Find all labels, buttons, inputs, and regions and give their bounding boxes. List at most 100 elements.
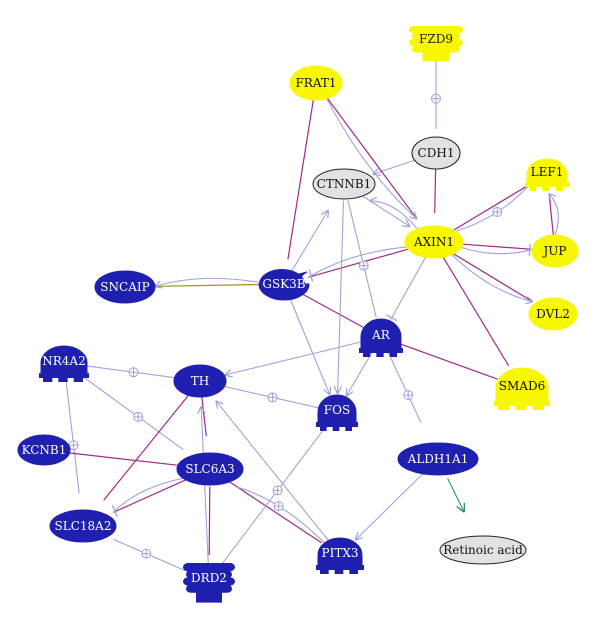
edge-th-slc18a2: [103, 391, 192, 501]
ellipse-node-shape: [49, 509, 117, 543]
edge-kcnb1-slc6a3: [57, 451, 178, 466]
regulation-circle-icon: [141, 548, 152, 559]
node-fos[interactable]: FOS: [316, 394, 358, 431]
edge-drd2-fos: [217, 426, 326, 571]
node-smad6[interactable]: SMAD6: [494, 367, 550, 410]
edge-ctnnb1-ar: [347, 200, 377, 318]
edge-axin1-ctnnb1: [370, 201, 422, 234]
ellipse-node-shape: [439, 535, 527, 565]
node-label: JUP: [542, 244, 567, 258]
node-label: AXIN1: [413, 235, 454, 249]
edge-axin1-lef1: [447, 183, 531, 235]
edge-axin1-ar: [390, 255, 427, 320]
edge-frat1-axin1: [323, 93, 418, 220]
transcription-factor-shape: [360, 318, 402, 350]
node-label: CTNNB1: [317, 177, 372, 191]
node-aldh1a1[interactable]: ALDH1A1: [397, 442, 479, 476]
transcription-factor-shape: [40, 345, 88, 375]
node-dvl2[interactable]: DVL2: [528, 297, 578, 331]
edge-layer: [57, 56, 559, 576]
node-ar[interactable]: AR: [359, 318, 403, 357]
edge-th-fos: [213, 383, 319, 409]
node-label: TH: [191, 374, 209, 388]
node-label: AR: [371, 328, 391, 342]
edge-aldh1a1-pitx3: [356, 473, 423, 539]
node-axin1[interactable]: AXIN1: [404, 225, 464, 259]
node-lef1[interactable]: LEF1: [525, 158, 569, 191]
ellipse-node-shape: [528, 297, 578, 331]
edge-th-slc6a3: [201, 394, 207, 437]
node-kcnb1[interactable]: KCNB1: [17, 434, 71, 466]
edge-axin1-dvl2: [447, 249, 532, 302]
receptor-band-shape: [183, 563, 235, 572]
regulation-circle-icon: [403, 390, 414, 401]
ellipse-node-shape: [176, 452, 244, 486]
edge-axin1-gsk3b: [307, 245, 419, 278]
node-label: SLC6A3: [185, 462, 234, 476]
regulation-circle-icon: [273, 501, 284, 512]
node-slc6a3[interactable]: SLC6A3: [176, 452, 244, 486]
node-cdh1[interactable]: CDH1: [411, 136, 461, 170]
receptor-band-shape: [186, 570, 232, 579]
edge-ar-aldh1a1: [385, 346, 422, 424]
regulation-circle-icon: [492, 207, 503, 218]
node-label: LEF1: [531, 165, 564, 179]
regulation-circle-icon: [358, 260, 369, 271]
ellipse-node-shape: [411, 136, 461, 170]
inhibition-bar-icon: [111, 505, 118, 517]
regulation-circle-icon: [128, 367, 139, 378]
transcription-factor-shape: [317, 394, 357, 424]
edge-ar-smad6: [390, 340, 498, 380]
regulation-circle-icon: [133, 411, 144, 422]
edge-axin1-smad6: [441, 255, 510, 367]
node-sncaip[interactable]: SNCAIP: [94, 270, 156, 304]
node-label: CDH1: [418, 146, 455, 160]
node-label: GSK3B: [262, 277, 305, 291]
regulation-circle-icon: [68, 440, 79, 451]
node-label: ALDH1A1: [407, 452, 469, 466]
node-label: FZD9: [419, 32, 453, 46]
node-label: DRD2: [191, 571, 227, 585]
edge-drd2-th: [201, 407, 209, 568]
receptor-band-shape: [409, 38, 463, 47]
ellipse-node-shape: [397, 442, 479, 476]
node-th[interactable]: TH: [173, 364, 227, 398]
node-ctnnb1[interactable]: CTNNB1: [312, 168, 376, 200]
node-jup[interactable]: JUP: [531, 234, 579, 268]
receptor-band-shape: [412, 45, 460, 53]
regulation-circle-icon: [272, 485, 283, 496]
edge-drd2-slc18a2: [112, 538, 197, 576]
receptor-band-shape: [186, 584, 232, 593]
node-label: KCNB1: [22, 443, 67, 457]
edge-ar-fos: [347, 346, 376, 395]
edge-slc6a3-drd2: [208, 486, 211, 556]
node-gsk3b[interactable]: GSK3B: [258, 269, 310, 301]
node-frat1[interactable]: FRAT1: [289, 65, 343, 101]
edge-gsk3b-sncaip: [155, 277, 271, 286]
edge-pitx3-th: [216, 401, 334, 547]
edge-cdh1-axin1: [434, 165, 437, 214]
edge-ctnnb1-fos: [338, 200, 345, 393]
edge-gsk3b-sncaip: [154, 283, 271, 288]
edge-frat1-axin1: [323, 94, 416, 218]
node-fzd9[interactable]: FZD9: [409, 26, 463, 62]
node-pitx3[interactable]: PITX3: [316, 537, 364, 574]
edge-ar-th: [225, 339, 371, 375]
node-slc18a2[interactable]: SLC18A2: [49, 509, 117, 543]
ellipse-node-shape: [173, 364, 227, 398]
node-label: SMAD6: [499, 379, 545, 393]
regulation-circle-icon: [431, 93, 441, 104]
ellipse-node-shape: [17, 434, 71, 466]
node-drd2[interactable]: DRD2: [183, 563, 235, 603]
ellipse-node-shape: [94, 270, 156, 304]
edge-slc6a3-pitx3: [224, 478, 323, 544]
inhibition-bar-icon: [528, 243, 531, 256]
edge-slc6a3-slc18a2: [112, 475, 194, 514]
node-label: SLC18A2: [55, 519, 112, 533]
node-nr4a2[interactable]: NR4A2: [39, 345, 89, 382]
edge-pitx3-slc6a3: [237, 486, 331, 549]
ellipse-node-shape: [312, 168, 376, 200]
node-retinoic[interactable]: Retinoic acid: [439, 535, 527, 565]
